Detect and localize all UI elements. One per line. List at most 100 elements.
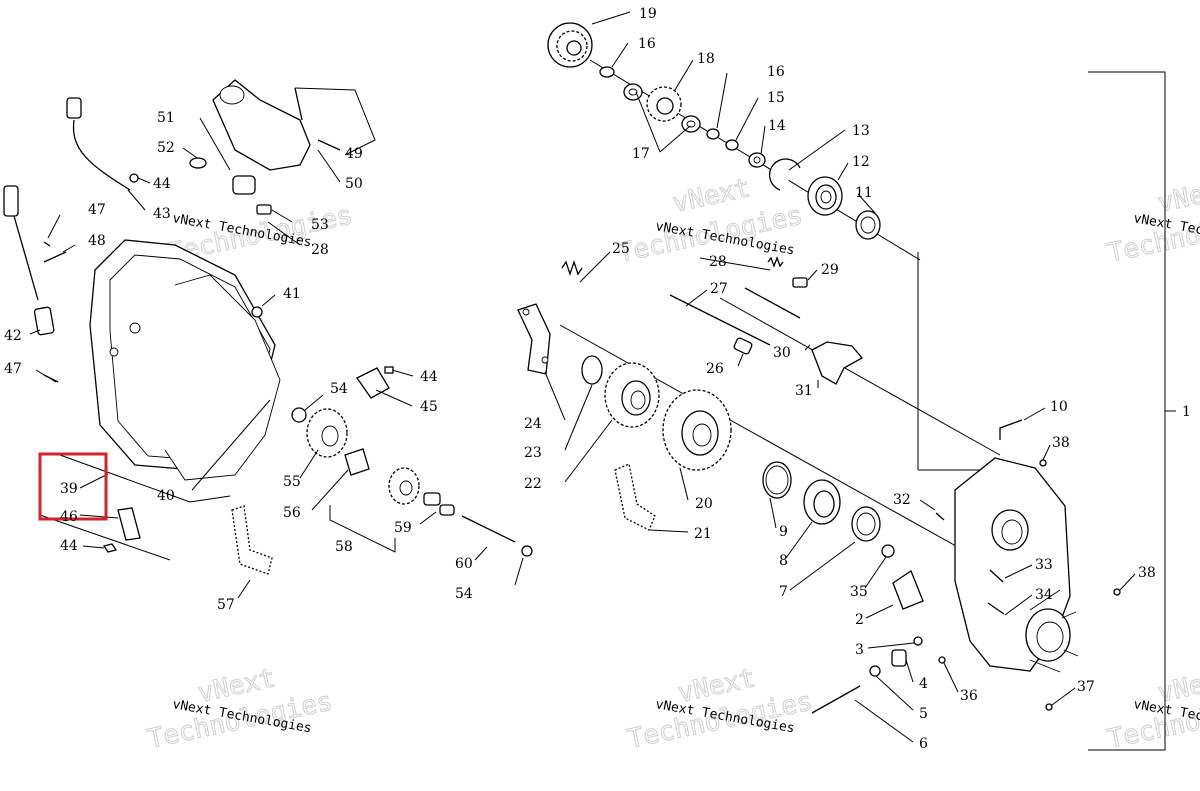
screw-32[interactable] <box>935 512 945 521</box>
grommet-41[interactable] <box>251 306 263 318</box>
spring-28[interactable] <box>767 256 784 268</box>
gear-22[interactable] <box>604 362 660 428</box>
label-42[interactable]: 42 <box>4 328 22 344</box>
label-18[interactable]: 18 <box>697 51 715 67</box>
label-4[interactable]: 4 <box>919 676 928 692</box>
label-30[interactable]: 30 <box>773 345 791 361</box>
label-40[interactable]: 40 <box>157 488 175 504</box>
o-ring-52[interactable] <box>189 157 207 169</box>
label-39[interactable]: 39 <box>60 481 78 497</box>
label-59[interactable]: 59 <box>394 520 412 536</box>
sensor-42[interactable] <box>3 185 55 336</box>
seal-7[interactable] <box>851 506 881 542</box>
label-7[interactable]: 7 <box>779 584 788 600</box>
clip-44b[interactable] <box>384 366 394 374</box>
label-23[interactable]: 23 <box>524 445 542 461</box>
label-31[interactable]: 31 <box>795 383 813 399</box>
label-60[interactable]: 60 <box>455 556 473 572</box>
label-27[interactable]: 27 <box>710 281 728 297</box>
shift-fork-31[interactable] <box>811 341 864 385</box>
label-58[interactable]: 58 <box>335 539 353 555</box>
rod-27[interactable] <box>669 287 801 346</box>
bolt-37[interactable] <box>1045 703 1053 711</box>
gear-18[interactable] <box>646 86 682 122</box>
label-16b[interactable]: 16 <box>767 64 785 80</box>
label-6[interactable]: 6 <box>919 736 928 752</box>
spacer-4[interactable] <box>891 649 907 667</box>
label-37[interactable]: 37 <box>1077 679 1095 695</box>
bolt-36[interactable] <box>938 656 946 664</box>
washer-17a[interactable] <box>623 83 643 101</box>
bolt-6[interactable] <box>811 685 861 714</box>
ring-15[interactable] <box>725 139 739 151</box>
label-50[interactable]: 50 <box>345 176 363 192</box>
label-38a[interactable]: 38 <box>1052 435 1070 451</box>
bracket-24[interactable] <box>517 303 551 375</box>
bearing-8[interactable] <box>803 479 841 525</box>
actuator-50[interactable] <box>212 79 311 171</box>
label-26[interactable]: 26 <box>706 361 724 377</box>
label-35[interactable]: 35 <box>850 584 868 600</box>
gear-19[interactable] <box>547 22 593 68</box>
label-10[interactable]: 10 <box>1050 399 1068 415</box>
seal-46[interactable] <box>117 507 141 541</box>
clip-53[interactable] <box>256 204 272 215</box>
chain-57[interactable] <box>231 505 273 575</box>
bolt-49[interactable] <box>294 87 341 151</box>
label-34[interactable]: 34 <box>1035 587 1053 603</box>
label-21[interactable]: 21 <box>694 526 712 542</box>
label-25[interactable]: 25 <box>612 241 630 257</box>
label-44a[interactable]: 44 <box>153 176 171 192</box>
label-20[interactable]: 20 <box>695 496 713 512</box>
bolt-38a[interactable] <box>1039 459 1047 467</box>
sensor-51[interactable] <box>232 175 256 195</box>
label-36[interactable]: 36 <box>960 688 978 704</box>
spring-25[interactable] <box>561 259 583 277</box>
washer-17b[interactable] <box>681 115 701 133</box>
label-56[interactable]: 56 <box>283 505 301 521</box>
label-24[interactable]: 24 <box>524 416 542 432</box>
label-5[interactable]: 5 <box>919 706 928 722</box>
label-54b[interactable]: 54 <box>455 586 473 602</box>
o-ring-9[interactable] <box>762 461 792 499</box>
clip-44a[interactable] <box>129 173 139 183</box>
bushing-59[interactable] <box>423 492 455 516</box>
hub-56[interactable] <box>344 448 370 476</box>
bolt-47a[interactable] <box>43 241 51 247</box>
gasket-40[interactable] <box>164 274 281 481</box>
washer-54a[interactable] <box>291 407 307 423</box>
washer-54b[interactable] <box>521 545 533 557</box>
shaft-60[interactable] <box>461 515 516 543</box>
label-9[interactable]: 9 <box>779 524 788 540</box>
label-49[interactable]: 49 <box>345 146 363 162</box>
detent-26[interactable] <box>733 337 753 355</box>
gear-58[interactable] <box>388 467 420 505</box>
label-43[interactable]: 43 <box>153 206 171 222</box>
label-38b[interactable]: 38 <box>1138 565 1156 581</box>
bolt-33[interactable] <box>989 569 1004 583</box>
harness-43[interactable] <box>66 97 131 191</box>
label-12[interactable]: 12 <box>852 154 870 170</box>
bushing-35[interactable] <box>881 544 895 558</box>
snap-ring-23[interactable] <box>581 355 603 385</box>
snap-ring-16a[interactable] <box>599 66 615 78</box>
washer-14[interactable] <box>748 152 766 168</box>
sprocket-55[interactable] <box>306 408 348 458</box>
highlight-box-39[interactable] <box>38 452 108 521</box>
label-11[interactable]: 11 <box>855 185 873 201</box>
label-55[interactable]: 55 <box>283 474 301 490</box>
label-48[interactable]: 48 <box>88 233 106 249</box>
label-46[interactable]: 46 <box>60 509 78 525</box>
housing-1[interactable] <box>954 457 1079 673</box>
label-45[interactable]: 45 <box>420 399 438 415</box>
washer-3[interactable] <box>913 636 923 646</box>
label-51[interactable]: 51 <box>157 110 175 126</box>
bolt-34[interactable] <box>987 602 1005 615</box>
seal-11[interactable] <box>855 210 881 240</box>
pin-29[interactable] <box>792 277 808 288</box>
label-3[interactable]: 3 <box>855 642 864 658</box>
cover-plate-45[interactable] <box>356 367 390 399</box>
bracket-2[interactable] <box>892 570 924 610</box>
label-57[interactable]: 57 <box>217 597 235 613</box>
bearing-12[interactable] <box>807 176 843 216</box>
